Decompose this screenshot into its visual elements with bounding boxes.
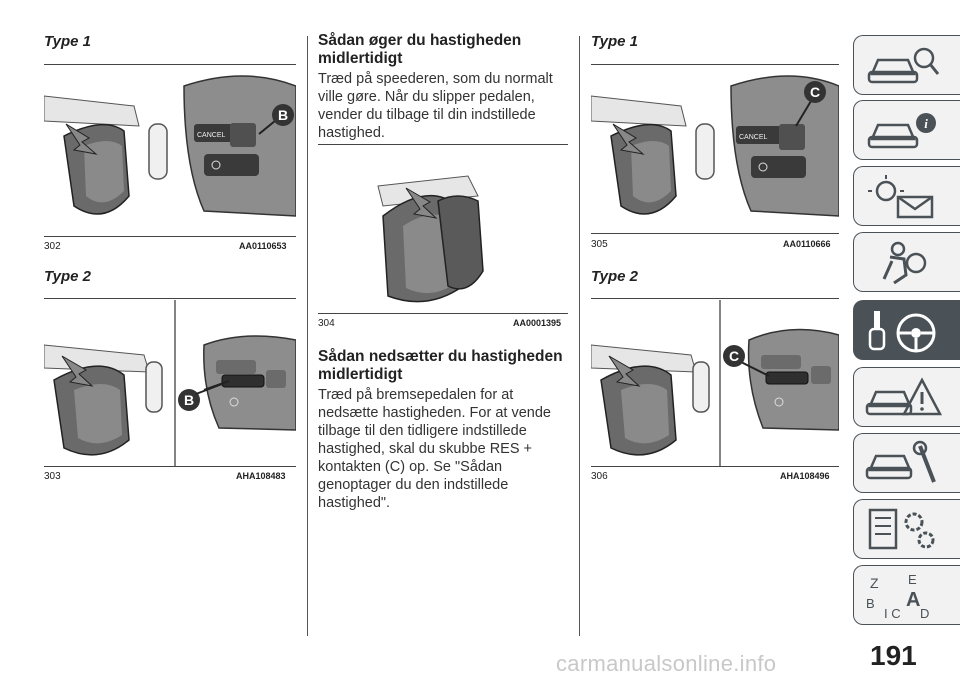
airbag-person-icon bbox=[882, 241, 927, 285]
key-steering-wheel-icon bbox=[868, 311, 936, 353]
figure-number: 305 bbox=[591, 239, 608, 250]
chapter-tab-index[interactable]: Z E B A I C D bbox=[853, 565, 960, 625]
body-line: ville gøre. Når du slipper pedalen, bbox=[318, 89, 535, 105]
section-title-decrease: Sådan nedsætter du hastigheden midlertid… bbox=[318, 348, 563, 384]
figure-top-rule bbox=[44, 298, 296, 299]
car-warning-triangle-icon bbox=[865, 377, 943, 416]
figure-number: 303 bbox=[44, 471, 61, 482]
title-line: Sådan øger du hastigheden bbox=[318, 32, 522, 49]
alphabet-index-icon: Z E B A I C D bbox=[866, 572, 929, 621]
figure-top-rule bbox=[591, 298, 839, 299]
section-title-increase: Sådan øger du hastigheden midlertidigt bbox=[318, 32, 521, 68]
car-info-icon: i bbox=[867, 113, 936, 149]
figure-303: B bbox=[44, 300, 296, 466]
figure-306: C bbox=[591, 300, 839, 466]
body-line: kontakten (C) op. Se "Sådan bbox=[318, 459, 503, 475]
title-line: midlertidigt bbox=[318, 366, 403, 383]
body-line: hastighed, skal du skubbe RES + bbox=[318, 441, 533, 457]
callout-c: C bbox=[810, 84, 820, 100]
column-divider-2 bbox=[579, 36, 580, 636]
callout-b: B bbox=[278, 107, 288, 123]
figure-bottom-rule bbox=[44, 236, 296, 237]
chapter-tab-technical-data[interactable] bbox=[853, 499, 960, 559]
chapter-tab-emergency[interactable] bbox=[853, 367, 960, 427]
type1-heading-right: Type 1 bbox=[591, 33, 638, 50]
figure-bottom-rule bbox=[318, 313, 568, 314]
type1-heading: Type 1 bbox=[44, 33, 91, 50]
body-line: nedsætte hastigheden. For at vende bbox=[318, 405, 551, 421]
figure-bottom-rule bbox=[44, 466, 296, 467]
svg-text:B: B bbox=[866, 596, 875, 611]
svg-text:E: E bbox=[908, 572, 917, 587]
chapter-tab-car-info[interactable]: i bbox=[853, 100, 960, 160]
figure-304 bbox=[318, 146, 568, 312]
list-gears-icon bbox=[868, 508, 935, 550]
figure-code: AHA108483 bbox=[236, 471, 286, 481]
section-body-decrease: Træd på bremsepedalen for at nedsætte ha… bbox=[318, 386, 551, 512]
figure-bottom-rule bbox=[591, 233, 839, 234]
figure-top-rule bbox=[44, 64, 296, 65]
figure-code: AA0001395 bbox=[513, 318, 562, 328]
title-line: Sådan nedsætter du hastigheden bbox=[318, 348, 563, 365]
figure-code: AHA108496 bbox=[780, 471, 830, 481]
type2-heading-right: Type 2 bbox=[591, 268, 638, 285]
svg-text:I C: I C bbox=[884, 606, 901, 621]
car-wrench-icon bbox=[865, 440, 936, 483]
figure-number: 304 bbox=[318, 318, 335, 329]
warning-light-mail-icon bbox=[868, 175, 934, 219]
svg-text:Z: Z bbox=[870, 575, 879, 591]
page-number: 191 bbox=[870, 640, 917, 671]
title-line: midlertidigt bbox=[318, 50, 403, 67]
body-line: hastighed. bbox=[318, 125, 385, 141]
cancel-label: CANCEL bbox=[197, 132, 226, 139]
chapter-tab-starting-driving[interactable] bbox=[853, 300, 960, 360]
body-line: Træd på speederen, som du normalt bbox=[318, 71, 553, 87]
type2-heading: Type 2 bbox=[44, 268, 91, 285]
svg-text:A: A bbox=[906, 589, 920, 611]
watermark: carmanualsonline.info bbox=[556, 651, 777, 676]
section-body-increase: Træd på speederen, som du normalt ville … bbox=[318, 70, 553, 142]
body-line: tilbage til den tidligere indstillede bbox=[318, 423, 527, 439]
body-line: hastighed". bbox=[318, 495, 391, 511]
body-line: genoptager du den indstillede bbox=[318, 477, 509, 493]
callout-b-2: B bbox=[184, 392, 194, 408]
chapter-tab-maintenance[interactable] bbox=[853, 433, 960, 493]
figure-number: 302 bbox=[44, 241, 61, 252]
figure-bottom-rule bbox=[591, 466, 839, 467]
car-search-icon bbox=[867, 47, 940, 84]
figure-code: AA0110653 bbox=[239, 241, 287, 251]
callout-c-2: C bbox=[729, 348, 739, 364]
svg-text:i: i bbox=[924, 116, 928, 131]
figure-code: AA0110666 bbox=[783, 239, 831, 249]
svg-text:D: D bbox=[920, 606, 929, 621]
body-line: vender du tilbage til din indstillede bbox=[318, 107, 536, 123]
chapter-tab-car-search[interactable] bbox=[853, 35, 960, 95]
chapter-tab-warning-lights[interactable] bbox=[853, 166, 960, 226]
figure-302: CANCEL B bbox=[44, 66, 296, 236]
figure-top-rule bbox=[591, 64, 839, 65]
figure-305: CANCEL C bbox=[591, 66, 839, 232]
column-divider-1 bbox=[307, 36, 308, 636]
figure-number: 306 bbox=[591, 471, 608, 482]
body-line: Træd på bremsepedalen for at bbox=[318, 387, 514, 403]
cancel-label: CANCEL bbox=[739, 134, 768, 141]
figure-top-rule bbox=[318, 144, 568, 145]
chapter-tab-safety[interactable] bbox=[853, 232, 960, 292]
